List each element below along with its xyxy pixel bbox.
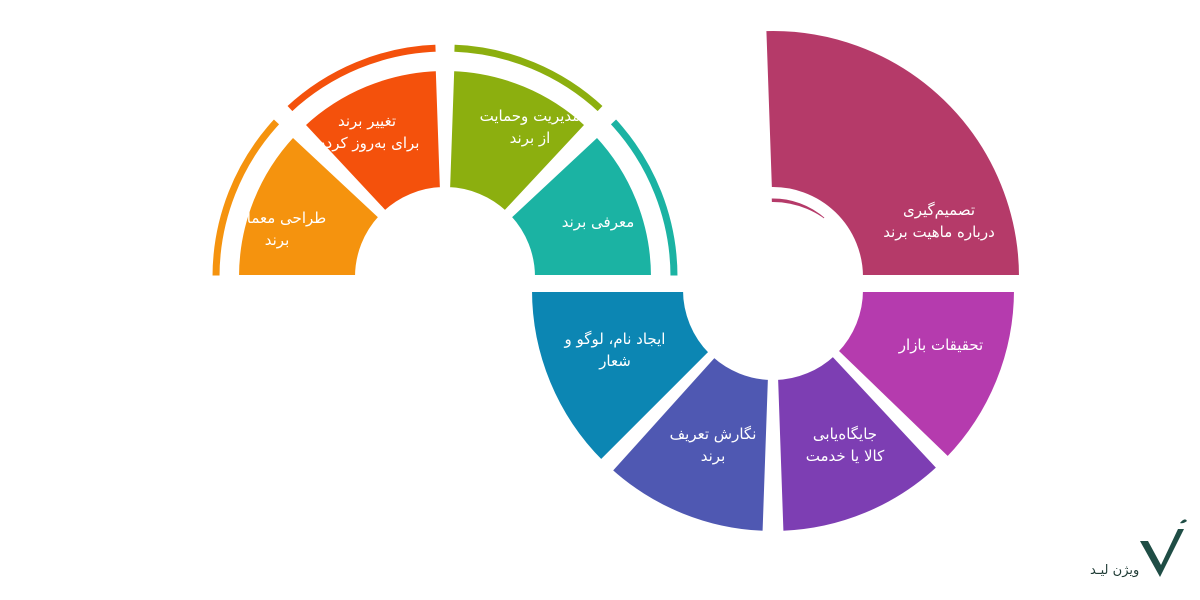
label-name-logo-slogan-2: شعار <box>598 352 631 370</box>
segment-brand-architecture <box>234 132 384 279</box>
label-rebranding-1: تغییر برند <box>338 112 396 130</box>
ring-brand-architecture <box>209 115 284 279</box>
vision-lead-logo <box>1140 519 1187 577</box>
logo-v-mark <box>1140 529 1184 577</box>
upper-center-hole <box>360 192 530 362</box>
label-product-positioning-1: جایگاه‌یابی <box>813 425 877 443</box>
label-brand-nature-decision-1: تصمیم‌گیری <box>903 201 975 219</box>
label-brand-management-1: مدیریت وحمایت <box>480 107 581 125</box>
label-brand-architecture-1: طراحی معماری <box>228 209 326 227</box>
label-market-research-1: تحقیقات بازار <box>898 336 983 354</box>
segment-rebranding <box>300 67 444 216</box>
label-brand-introduction-1: معرفی برند <box>562 213 635 231</box>
label-product-positioning-2: کالا یا خدمت <box>806 447 885 465</box>
label-name-logo-slogan-1: ایجاد نام، لوگو و <box>564 330 666 348</box>
segment-brand-introduction <box>506 132 656 279</box>
label-brand-nature-decision-2: درباره ماهیت برند <box>883 223 995 241</box>
upper-baseline-gap <box>180 279 530 287</box>
lower-center-hole <box>685 202 861 378</box>
segment-brand-nature-decision <box>762 27 1024 279</box>
logo-leaf <box>1180 519 1187 524</box>
segment-brand-management <box>446 67 590 216</box>
label-brand-definition-2: برند <box>701 447 726 465</box>
label-rebranding-2: برای به‌روز کردن <box>315 134 420 152</box>
ring-brand-introduction <box>606 115 681 279</box>
logo-text: ویژن لیـد <box>1090 563 1140 578</box>
segment-market-research <box>833 288 1019 462</box>
label-brand-architecture-2: برند <box>265 231 290 249</box>
ring-brand-management <box>451 41 607 116</box>
label-brand-management-2: از برند <box>510 129 551 147</box>
ring-rebranding <box>283 41 439 116</box>
label-brand-definition-1: نگارش تعریف <box>670 425 757 443</box>
